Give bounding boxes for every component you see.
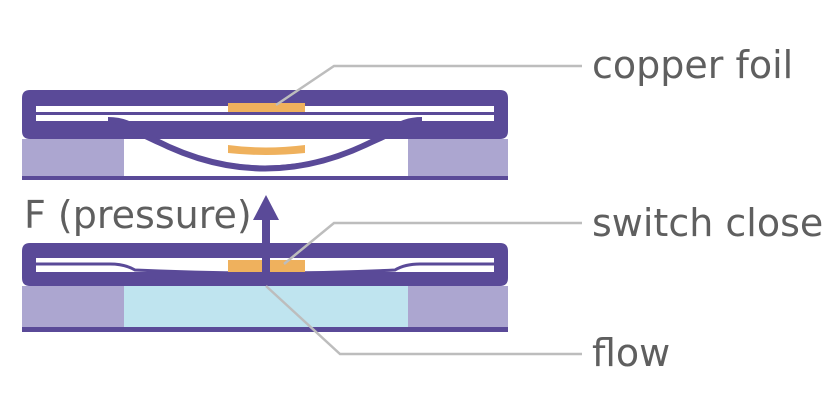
copper-foil-label: copper foil — [592, 43, 793, 87]
bottom-substrate-base — [22, 327, 508, 332]
top-copper-upper — [228, 103, 305, 112]
bottom-substrate-left — [22, 286, 124, 327]
top-frame — [22, 90, 508, 139]
leader-copper-foil — [275, 64, 582, 107]
top-switch — [22, 90, 508, 180]
leader-switch-close — [283, 221, 582, 265]
bottom-substrate-right — [408, 286, 508, 327]
top-substrate-base — [22, 176, 508, 180]
top-substrate-left — [22, 139, 124, 179]
bottom-copper-left — [228, 260, 262, 272]
bottom-frame — [22, 243, 508, 286]
bottom-copper-right — [268, 260, 305, 272]
flow-label: flow — [592, 331, 670, 375]
leader-flow — [265, 285, 582, 356]
force-label: F (pressure) — [24, 193, 252, 237]
switch-close-label: switch close — [592, 201, 823, 245]
pressure-arrow — [253, 195, 279, 274]
leader-lines — [265, 64, 582, 356]
top-substrate-right — [408, 139, 508, 179]
top-copper-lower — [228, 145, 305, 155]
